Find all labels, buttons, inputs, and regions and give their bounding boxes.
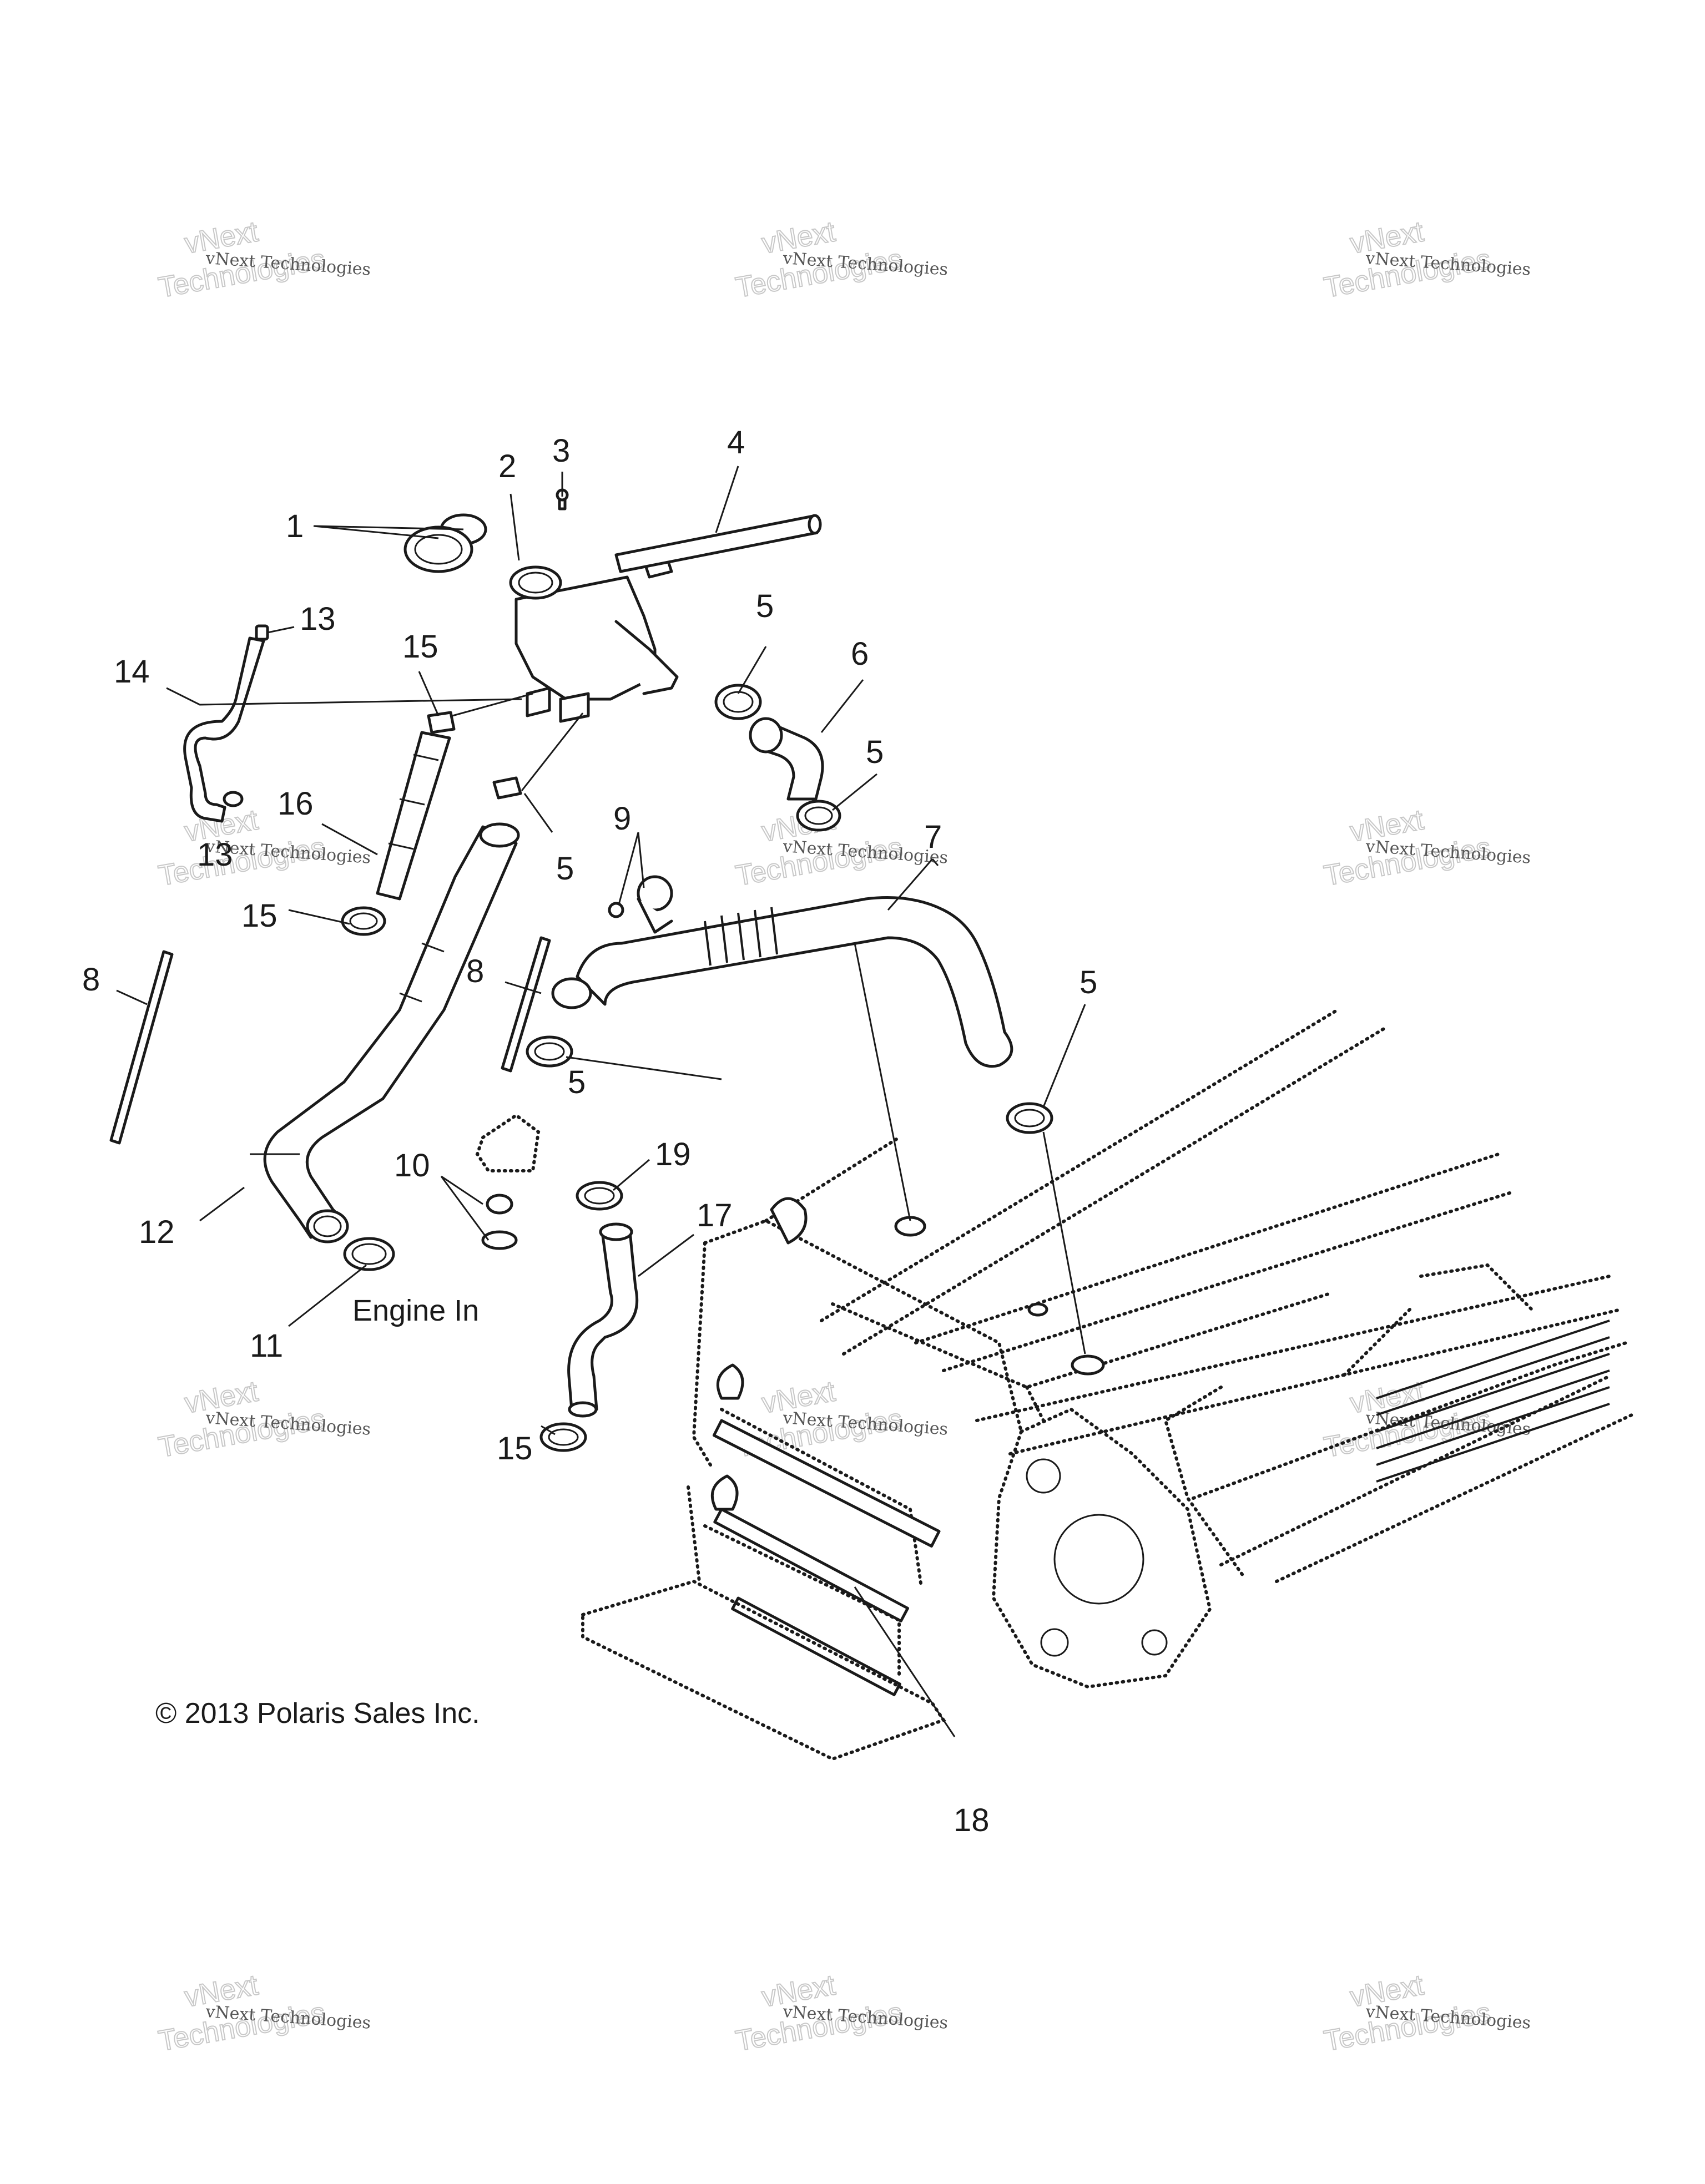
thermostat-housing (475, 1113, 541, 1172)
cable-tie (109, 950, 174, 1145)
hose-clamp (796, 800, 841, 832)
callout-15: 15 (497, 1430, 533, 1467)
hose-clamp (343, 1237, 395, 1271)
callout-5: 5 (556, 851, 574, 887)
hose-fitting (223, 791, 244, 807)
callout-11: 11 (250, 1328, 283, 1364)
callout-5: 5 (866, 734, 884, 770)
callout-5: 5 (1080, 964, 1097, 1000)
callouts: 1 2 3 4 5 6 5 7 13 14 15 16 13 15 5 9 8 … (82, 424, 1097, 1838)
callout-18: 18 (954, 1802, 990, 1838)
engine-inlet-hose (250, 822, 520, 1243)
heat-exchanger-fins (1376, 1320, 1610, 1483)
callout-15: 15 (402, 629, 438, 665)
callout-13: 13 (197, 837, 233, 873)
leader-lines (116, 466, 1086, 1737)
hose-clamp (714, 684, 762, 720)
hose-clamp (1006, 1102, 1053, 1134)
callout-1: 1 (286, 508, 304, 544)
callout-9: 9 (613, 801, 631, 837)
hose-clip (608, 875, 673, 934)
elbow-hose (749, 717, 824, 801)
callout-4: 4 (727, 424, 745, 461)
reservoir-cap (403, 513, 487, 573)
copyright-notice: © 2013 Polaris Sales Inc. (155, 1697, 480, 1730)
callout-8: 8 (466, 953, 484, 989)
callout-15: 15 (241, 898, 278, 934)
callout-5: 5 (756, 588, 774, 624)
callout-8: 8 (82, 962, 100, 998)
callout-17: 17 (697, 1197, 733, 1233)
overflow-hose (183, 636, 265, 823)
callout-3: 3 (552, 433, 570, 469)
hose-clamp (576, 1181, 623, 1211)
vent-tube (614, 514, 822, 573)
callout-5: 5 (568, 1064, 586, 1100)
callout-14: 14 (114, 654, 150, 690)
callout-10: 10 (394, 1147, 430, 1184)
coolant-reservoir (509, 553, 679, 723)
hose-clamp (526, 1035, 573, 1068)
tunnel-chassis (581, 1008, 1633, 1761)
callout-13: 13 (300, 601, 336, 637)
engine-in-label: Engine In (352, 1294, 479, 1327)
hose-clamp (341, 906, 386, 936)
callout-2: 2 (498, 448, 516, 484)
callout-12: 12 (139, 1214, 175, 1250)
callout-19: 19 (655, 1136, 691, 1172)
watermarks: vNext Technologies vNext Technologies vN… (155, 215, 1531, 2058)
thermostat (481, 1194, 518, 1250)
hose (376, 731, 451, 901)
bypass-hose (567, 1222, 639, 1418)
callout-7: 7 (924, 819, 942, 855)
cable-tie (501, 936, 551, 1073)
hose-clamp (427, 711, 456, 734)
hose-clamp (492, 776, 522, 800)
hose-clamp (539, 1422, 587, 1452)
hose-fitting (255, 624, 269, 641)
callout-6: 6 (851, 636, 869, 672)
callout-16: 16 (278, 786, 314, 822)
radiator-hose (551, 896, 1013, 1068)
